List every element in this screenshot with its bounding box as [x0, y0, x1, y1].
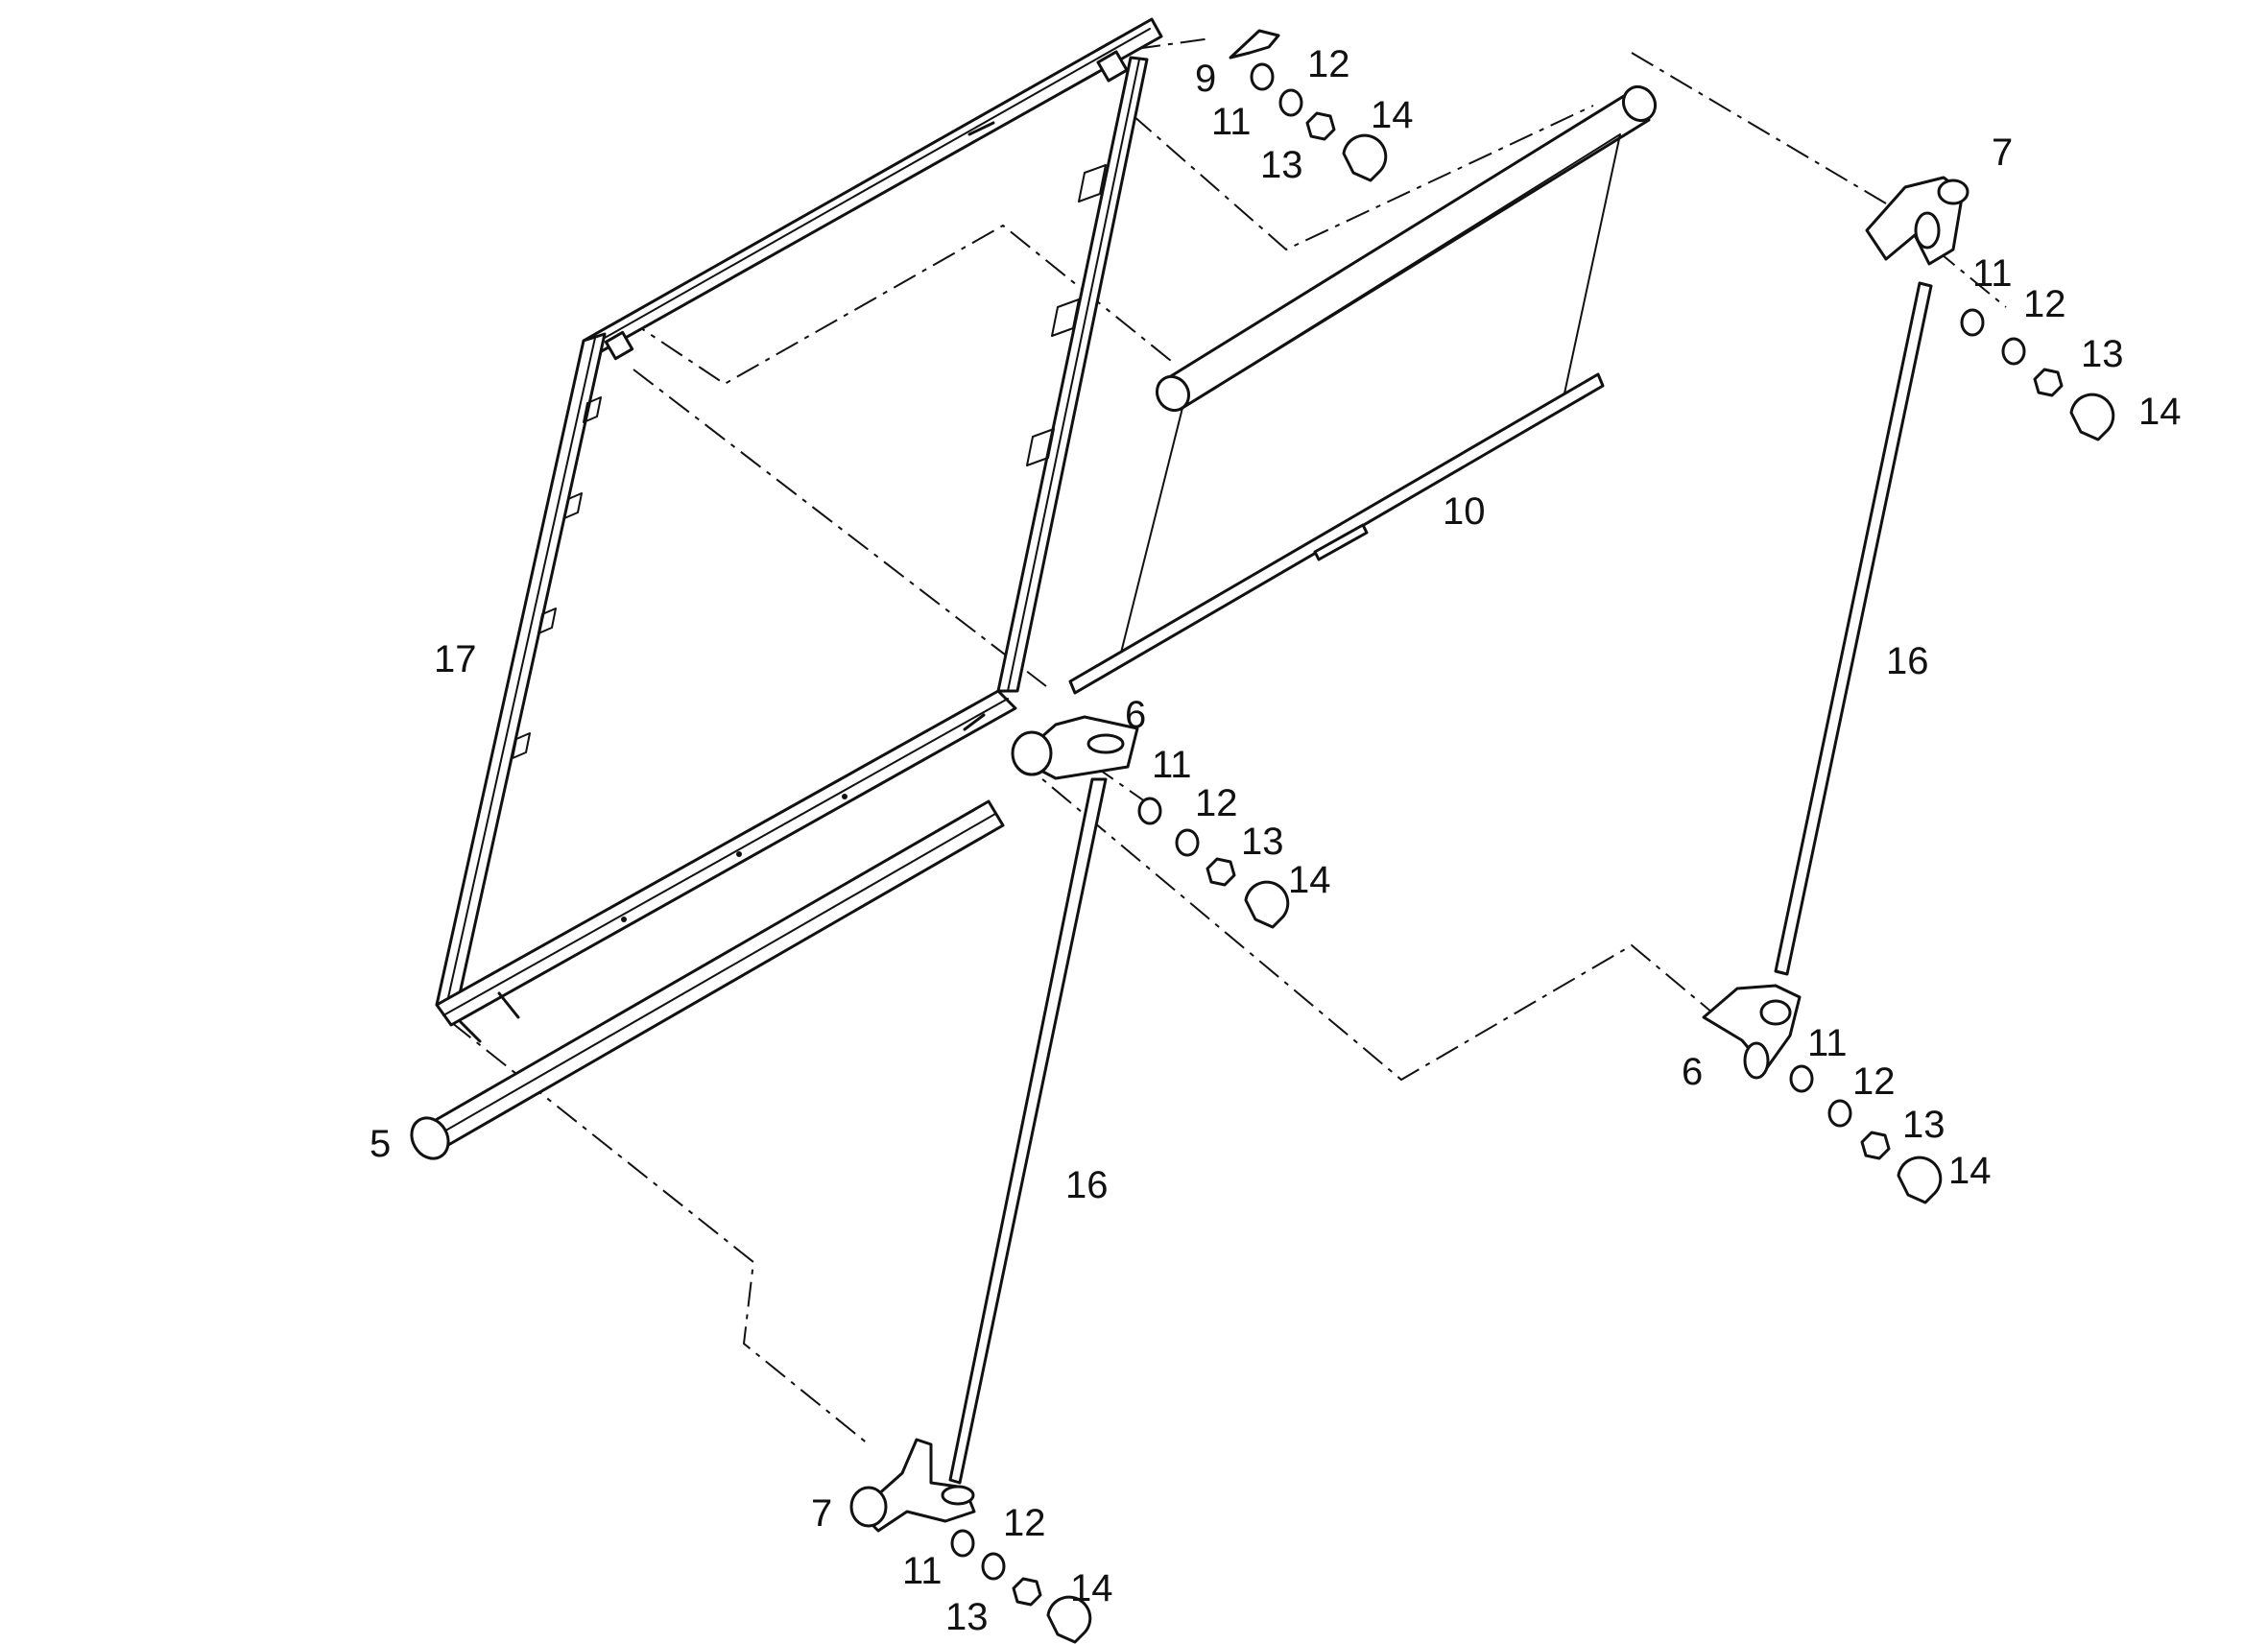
profile-part-5 [410, 799, 1005, 1160]
frame-right-rail [996, 56, 1149, 693]
callout-17: 17 [434, 638, 477, 680]
callout-12: 12 [1852, 1060, 1896, 1103]
blind-bottom-bar [1068, 372, 1605, 695]
frame-part-17 [435, 17, 1163, 1043]
assembly-lines [450, 37, 2007, 1445]
bracket-part-7-bottom [849, 1438, 976, 1533]
callout-11: 11 [1972, 252, 2013, 295]
callout-11: 11 [1807, 1022, 1848, 1064]
callout-14: 14 [1070, 1567, 1113, 1609]
callout-12: 12 [2023, 283, 2066, 325]
rod-part-16-right [1774, 281, 1933, 976]
fasteners-group-top-right [1960, 308, 2115, 441]
fasteners-group-center [1137, 797, 1290, 929]
bracket-part-6-right [1702, 984, 1802, 1080]
callout-12: 12 [1003, 1502, 1046, 1544]
callout-12: 12 [1307, 43, 1350, 85]
bracket-part-6-center [1011, 715, 1139, 780]
assembly-line-frame-to-roller [1132, 105, 1594, 251]
fasteners-group-right [1789, 1064, 1943, 1204]
callout-16: 16 [1065, 1164, 1109, 1206]
callout-14: 14 [1371, 94, 1414, 136]
assembly-line-roller-to-bracket7 [1631, 52, 1892, 207]
fasteners-group-top [1250, 62, 1388, 182]
callout-11: 11 [1152, 744, 1192, 786]
callout-6: 6 [1125, 694, 1146, 736]
nut-13 [1305, 111, 1336, 141]
cap-14 [1342, 133, 1388, 182]
callout-labels: 9 12 11 14 13 7 11 12 13 14 10 17 16 6 1… [370, 43, 2182, 1638]
callout-9: 9 [1195, 58, 1216, 100]
callout-13: 13 [1241, 821, 1284, 863]
callout-13: 13 [2081, 333, 2124, 375]
callout-14: 14 [1288, 859, 1331, 901]
callout-14: 14 [1948, 1150, 1992, 1192]
callout-13: 13 [1260, 144, 1303, 186]
assembly-line-profile-to-bracket7b [450, 1021, 870, 1445]
assembly-line-diagonal-center [633, 369, 1047, 687]
callout-13: 13 [945, 1596, 989, 1638]
frame-top-rail [582, 17, 1163, 359]
callout-16: 16 [1886, 640, 1929, 682]
assembly-line-bracket6-to-bracket6b [1016, 757, 1719, 1082]
callout-10: 10 [1443, 490, 1486, 533]
callout-7: 7 [1992, 131, 2013, 174]
callout-5: 5 [370, 1123, 391, 1165]
bracket-part-9 [1229, 29, 1280, 60]
callout-11: 11 [902, 1550, 943, 1592]
washer-12 [1278, 88, 1303, 117]
bracket-part-7-top [1865, 176, 1970, 266]
callout-14: 14 [2138, 391, 2182, 433]
blind-pull-handle [1313, 523, 1369, 561]
callout-6: 6 [1682, 1051, 1703, 1093]
washer-11 [1250, 62, 1275, 91]
rod-part-16-left [948, 777, 1108, 1485]
fasteners-group-bottom [950, 1529, 1092, 1644]
roller-blind-part-10 [1068, 84, 1658, 695]
callout-11: 11 [1211, 101, 1252, 143]
callout-13: 13 [1902, 1104, 1946, 1146]
callout-12: 12 [1195, 782, 1238, 824]
callout-7: 7 [811, 1492, 832, 1535]
